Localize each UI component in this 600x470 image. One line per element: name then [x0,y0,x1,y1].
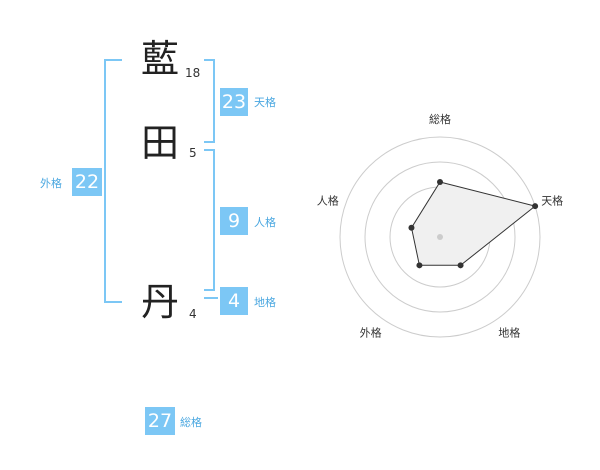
radar-point-4 [408,224,415,231]
radar-point-0 [437,179,443,185]
chikaku-bracket-tick [204,297,218,299]
radar-axis-label-3: 外格 [360,326,382,340]
radar-point-2 [457,262,464,269]
stroke-count-2: 5 [189,146,197,160]
gaikaku-label: 外格 [40,177,62,190]
tenkaku-badge: 23 [220,88,248,116]
radar-point-3 [416,262,423,269]
jinkaku-label: 人格 [254,216,276,229]
radar-axis-label-0: 総格 [429,112,451,126]
radar-axis-label-4: 人格 [317,194,339,208]
jinkaku-badge: 9 [220,207,248,235]
name-char-1: 藍 [141,37,180,81]
tenkaku-bracket [204,59,215,143]
soukaku-badge: 27 [145,407,175,435]
radar-axis-label-1: 天格 [541,194,563,208]
name-char-3: 丹 [141,280,180,324]
chikaku-label: 地格 [254,296,276,309]
stroke-count-1: 18 [185,66,201,80]
radar-center [437,234,443,240]
radar-ring [339,136,541,338]
radar-area [410,181,537,266]
gaikaku-badge: 22 [72,168,102,196]
radar-axis-label-2: 地格 [498,326,520,340]
radar-points [408,179,539,269]
soukaku-label: 総格 [180,416,202,429]
tenkaku-label: 天格 [254,96,276,109]
name-char-2: 田 [141,121,180,165]
jinkaku-bracket [204,149,215,291]
radar-ring [364,161,516,313]
gaikaku-bracket [104,59,122,303]
stroke-count-3: 4 [189,307,197,321]
chikaku-badge: 4 [220,287,248,315]
radar-point-1 [532,203,539,210]
